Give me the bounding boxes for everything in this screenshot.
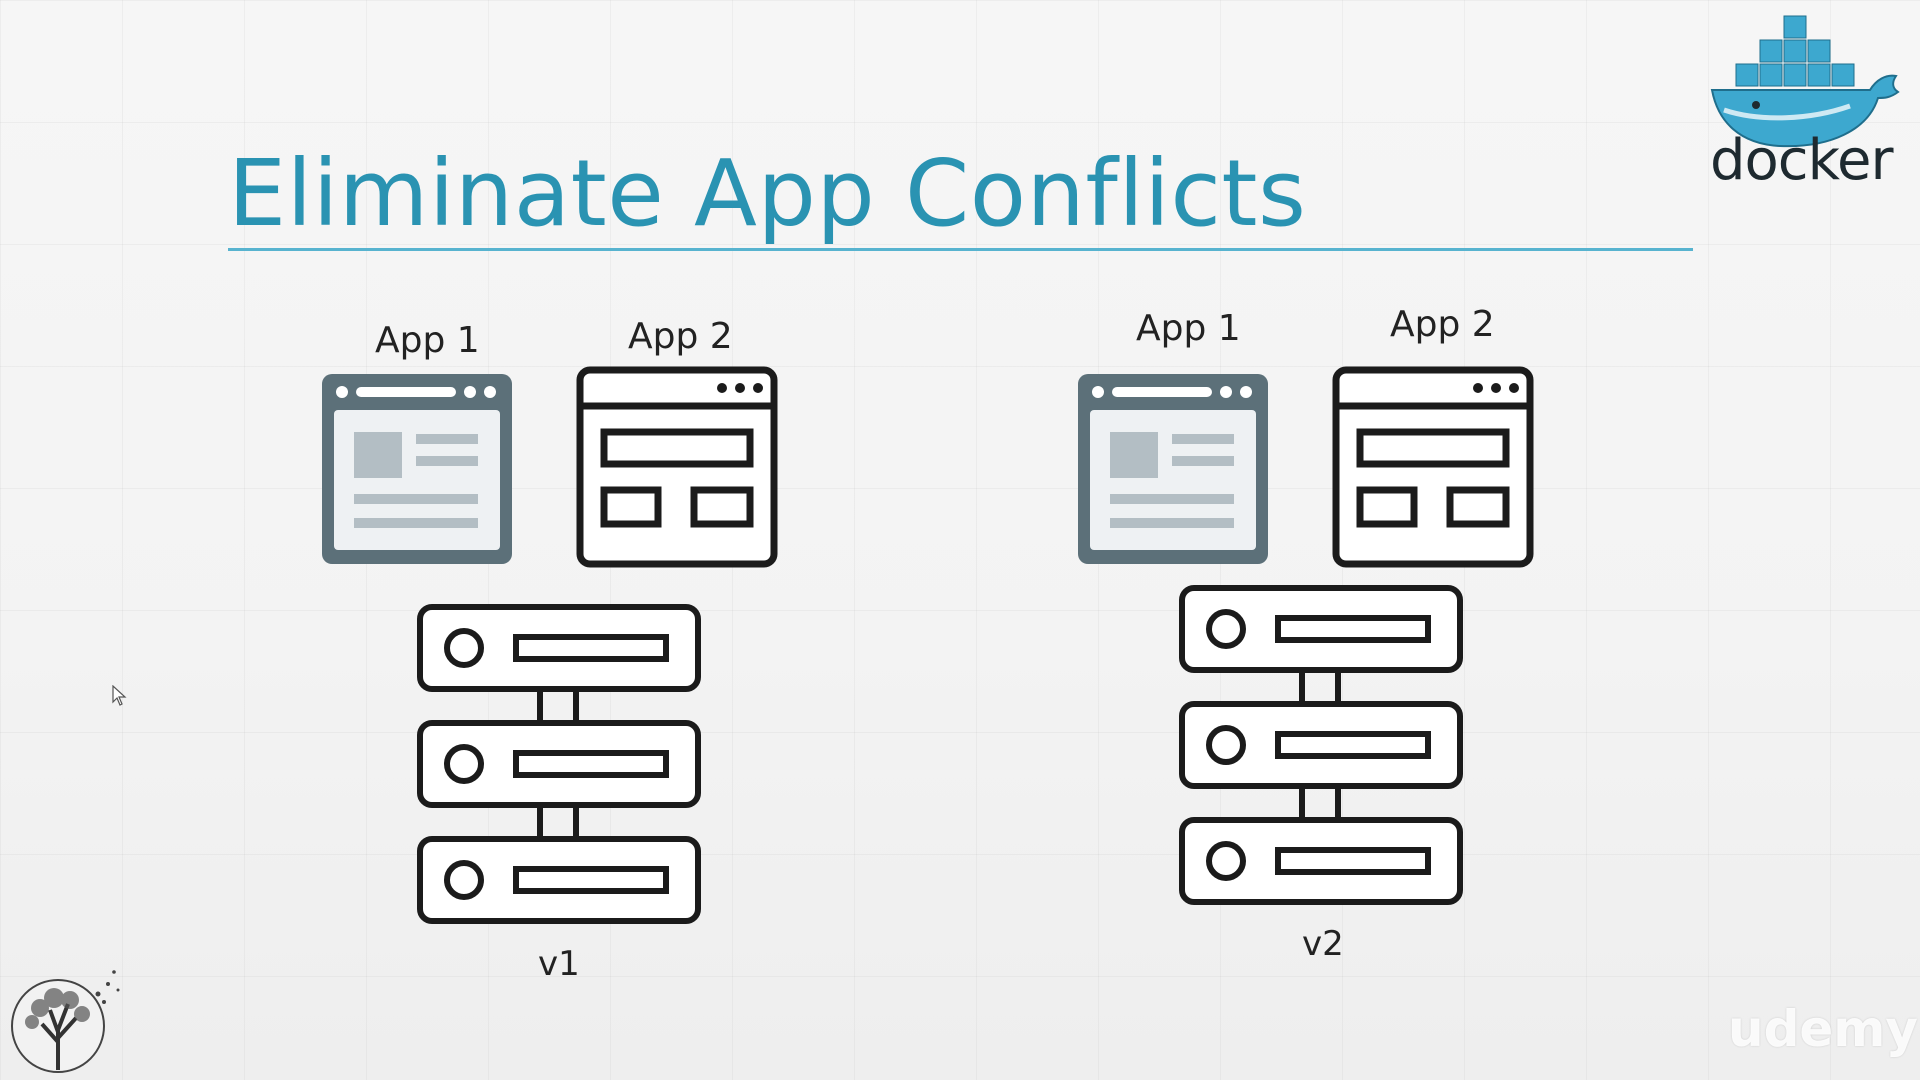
server-icon [417, 720, 701, 808]
server-icon [1179, 817, 1463, 905]
right-version-label: v2 [1302, 924, 1344, 964]
server-stack-v1 [417, 604, 701, 924]
server-icon [417, 604, 701, 692]
app-layout-window-icon [576, 366, 778, 568]
slide-title: Eliminate App Conflicts [228, 140, 1307, 247]
title-underline [228, 248, 1693, 251]
tree-seal-icon [11, 970, 120, 1073]
left-version-label: v1 [538, 944, 580, 984]
server-icon [1179, 701, 1463, 789]
right-app1-label: App 1 [1136, 308, 1241, 349]
left-app1-label: App 1 [375, 320, 480, 361]
server-icon [1179, 585, 1463, 673]
docker-wordmark: docker [1710, 128, 1894, 193]
server-icon [417, 836, 701, 924]
server-stack-v2 [1179, 585, 1463, 905]
right-app2-label: App 2 [1390, 304, 1495, 345]
docker-whale-icon [1710, 15, 1900, 148]
left-app2-label: App 2 [628, 316, 733, 357]
mouse-pointer-icon [112, 685, 127, 706]
browser-window-icon [1078, 374, 1268, 564]
udemy-watermark: udemy [1728, 1000, 1918, 1058]
browser-window-icon [322, 374, 512, 564]
app-layout-window-icon [1332, 366, 1534, 568]
